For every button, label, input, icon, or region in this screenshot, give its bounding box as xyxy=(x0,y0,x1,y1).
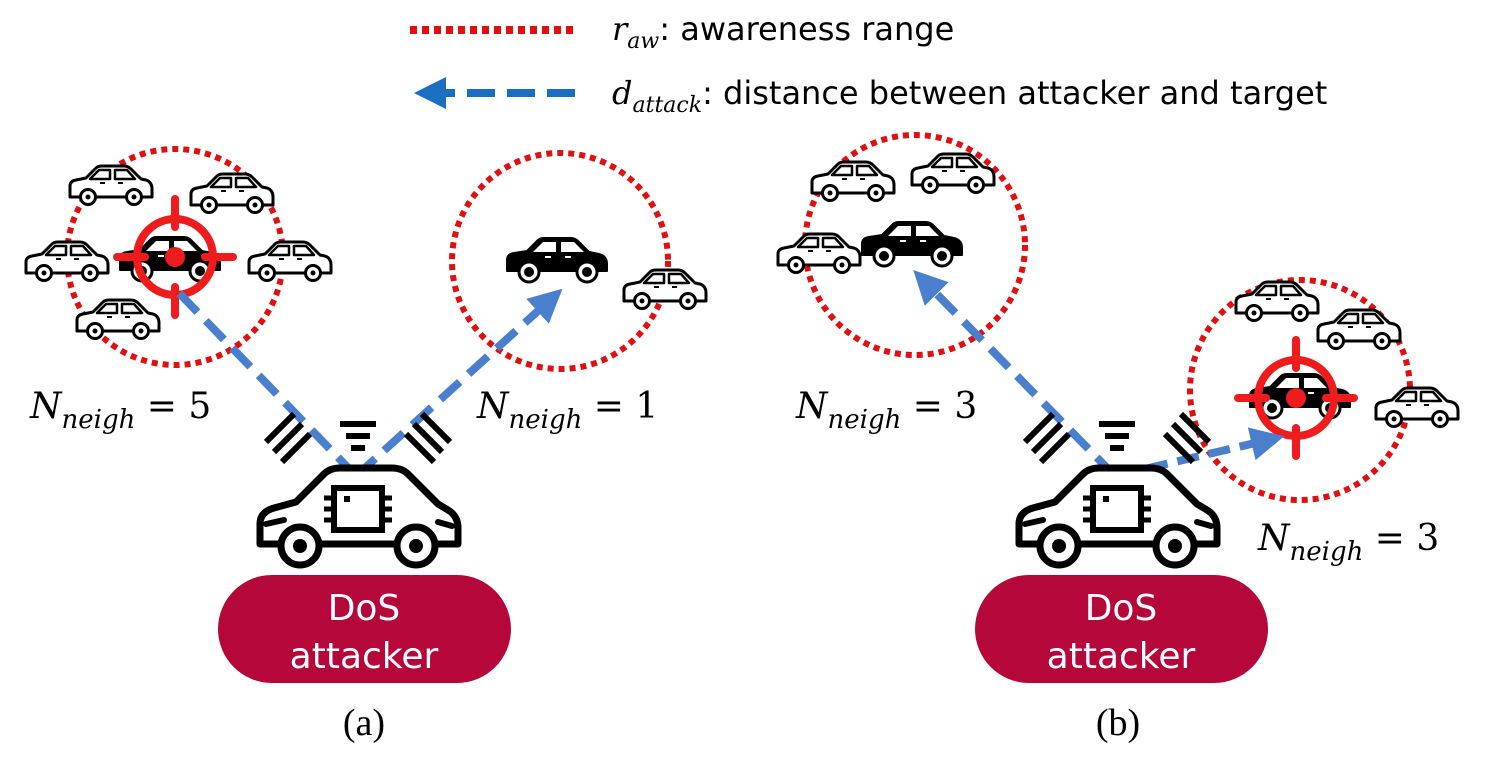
candidate-car-icon xyxy=(860,220,964,268)
attack-distance-arrow-left xyxy=(913,269,1118,479)
dos-attacker-badge xyxy=(218,575,511,683)
neighbor-car-icon xyxy=(810,160,896,202)
dos-attacker-label-line1: DoS xyxy=(328,588,401,629)
neighbor-car-icon xyxy=(189,172,275,214)
neighbor-car-icon xyxy=(1234,280,1320,322)
dos-attacker-label-line1: DoS xyxy=(1085,588,1158,629)
neighbor-car-icon xyxy=(75,298,161,340)
neighbor-car-icon xyxy=(622,268,708,310)
neighbor-count-left: Nneigh = 3 xyxy=(795,386,977,435)
awareness-range-circle-sparse xyxy=(449,150,671,372)
neighbor-car-icon xyxy=(776,232,862,274)
attack-distance-legend-symbol: dattack: distance between attacker and t… xyxy=(612,74,1327,118)
signal-icon xyxy=(266,414,450,462)
attack-distance-arrow-left xyxy=(175,289,359,479)
candidate-car-icon xyxy=(505,236,609,284)
crosshair-icon xyxy=(117,199,233,315)
legend: raw: awareness range dattack: distance b… xyxy=(410,10,1327,118)
neighbor-count-dense: Nneigh = 5 xyxy=(29,386,211,435)
panel-b-caption: (b) xyxy=(1096,702,1140,744)
attack-distance-arrow-right xyxy=(353,288,563,479)
neighbor-car-icon xyxy=(1316,308,1402,350)
awareness-range-legend-symbol: raw: awareness range xyxy=(612,10,954,54)
neighbor-car-icon xyxy=(910,152,996,194)
dos-attacker-label-line2: attacker xyxy=(290,636,439,677)
signal-icon xyxy=(1025,414,1209,462)
neighbor-car-icon xyxy=(68,164,154,206)
neighbor-car-icon xyxy=(247,240,333,282)
attacker-car-icon xyxy=(1019,468,1217,565)
panel-b: Nneigh = 3 Nneigh = 3 DoS attacker (b) xyxy=(776,132,1460,744)
panel-a-caption: (a) xyxy=(343,702,385,744)
crosshair-icon xyxy=(1238,340,1354,456)
neighbor-count-right: Nneigh = 3 xyxy=(1257,518,1439,567)
dos-attacker-label-line2: attacker xyxy=(1047,636,1196,677)
dos-attacker-badge xyxy=(975,575,1268,683)
neighbor-car-icon xyxy=(1374,386,1460,428)
panel-a: Nneigh = 5 Nneigh = 1 DoS attacker (a) xyxy=(24,146,708,744)
attacker-car-icon xyxy=(260,468,458,565)
neighbor-count-sparse: Nneigh = 1 xyxy=(476,386,658,435)
